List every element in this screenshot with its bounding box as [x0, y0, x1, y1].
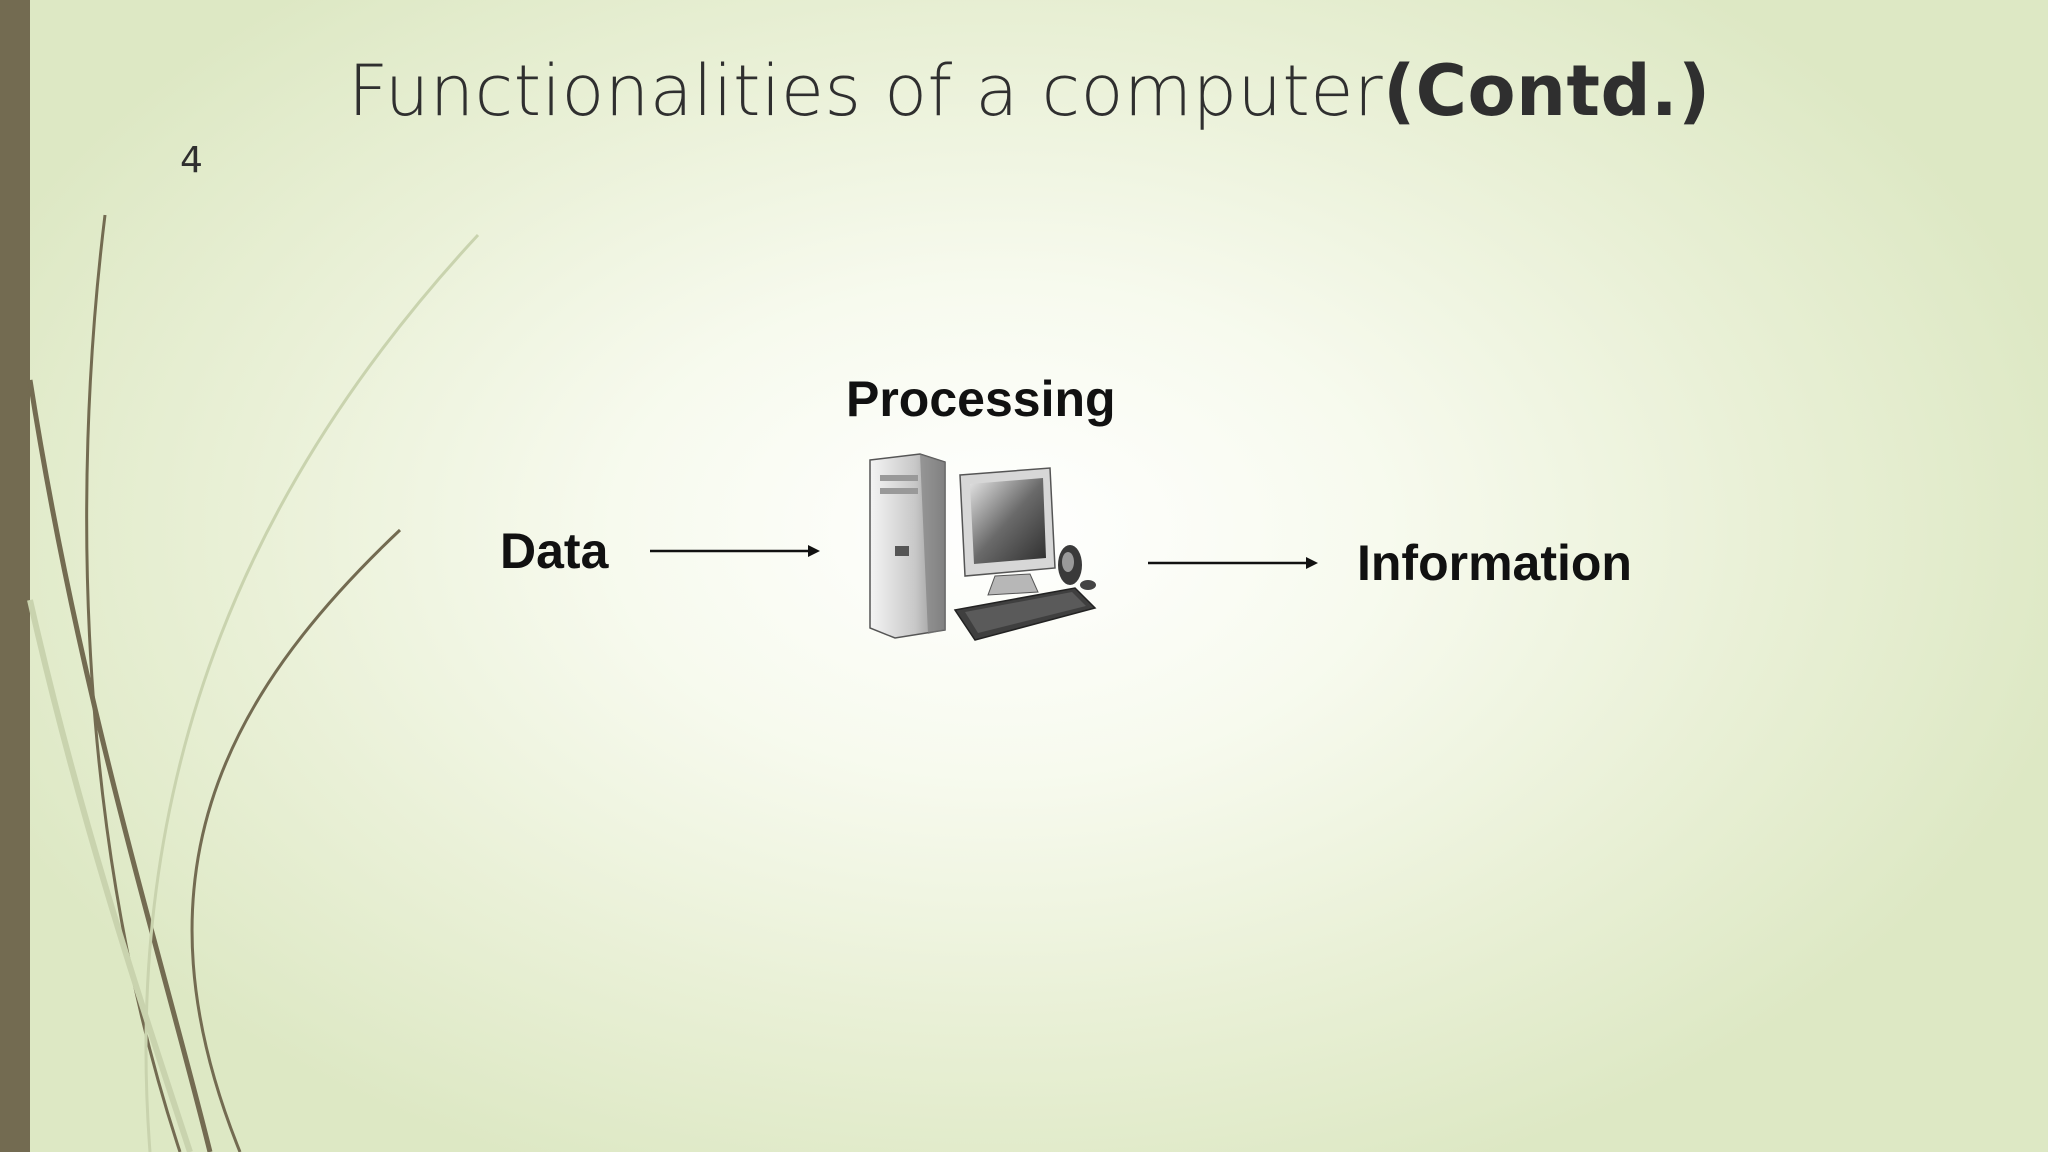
slide-number: 4: [180, 140, 203, 181]
information-label: Information: [1357, 534, 1632, 592]
slide-title: Functionalities of a computer(Contd.): [348, 50, 1711, 132]
title-main: Functionalities of a computer: [348, 50, 1383, 132]
processing-label: Processing: [846, 370, 1116, 428]
data-to-computer-arrow-icon: [650, 538, 820, 564]
decorative-swooshes: [0, 0, 520, 1152]
computer-to-information-arrow-icon: [1148, 550, 1318, 576]
desktop-computer-icon: [850, 450, 1110, 660]
title-contd: (Contd.): [1383, 50, 1710, 132]
data-label: Data: [500, 522, 608, 580]
